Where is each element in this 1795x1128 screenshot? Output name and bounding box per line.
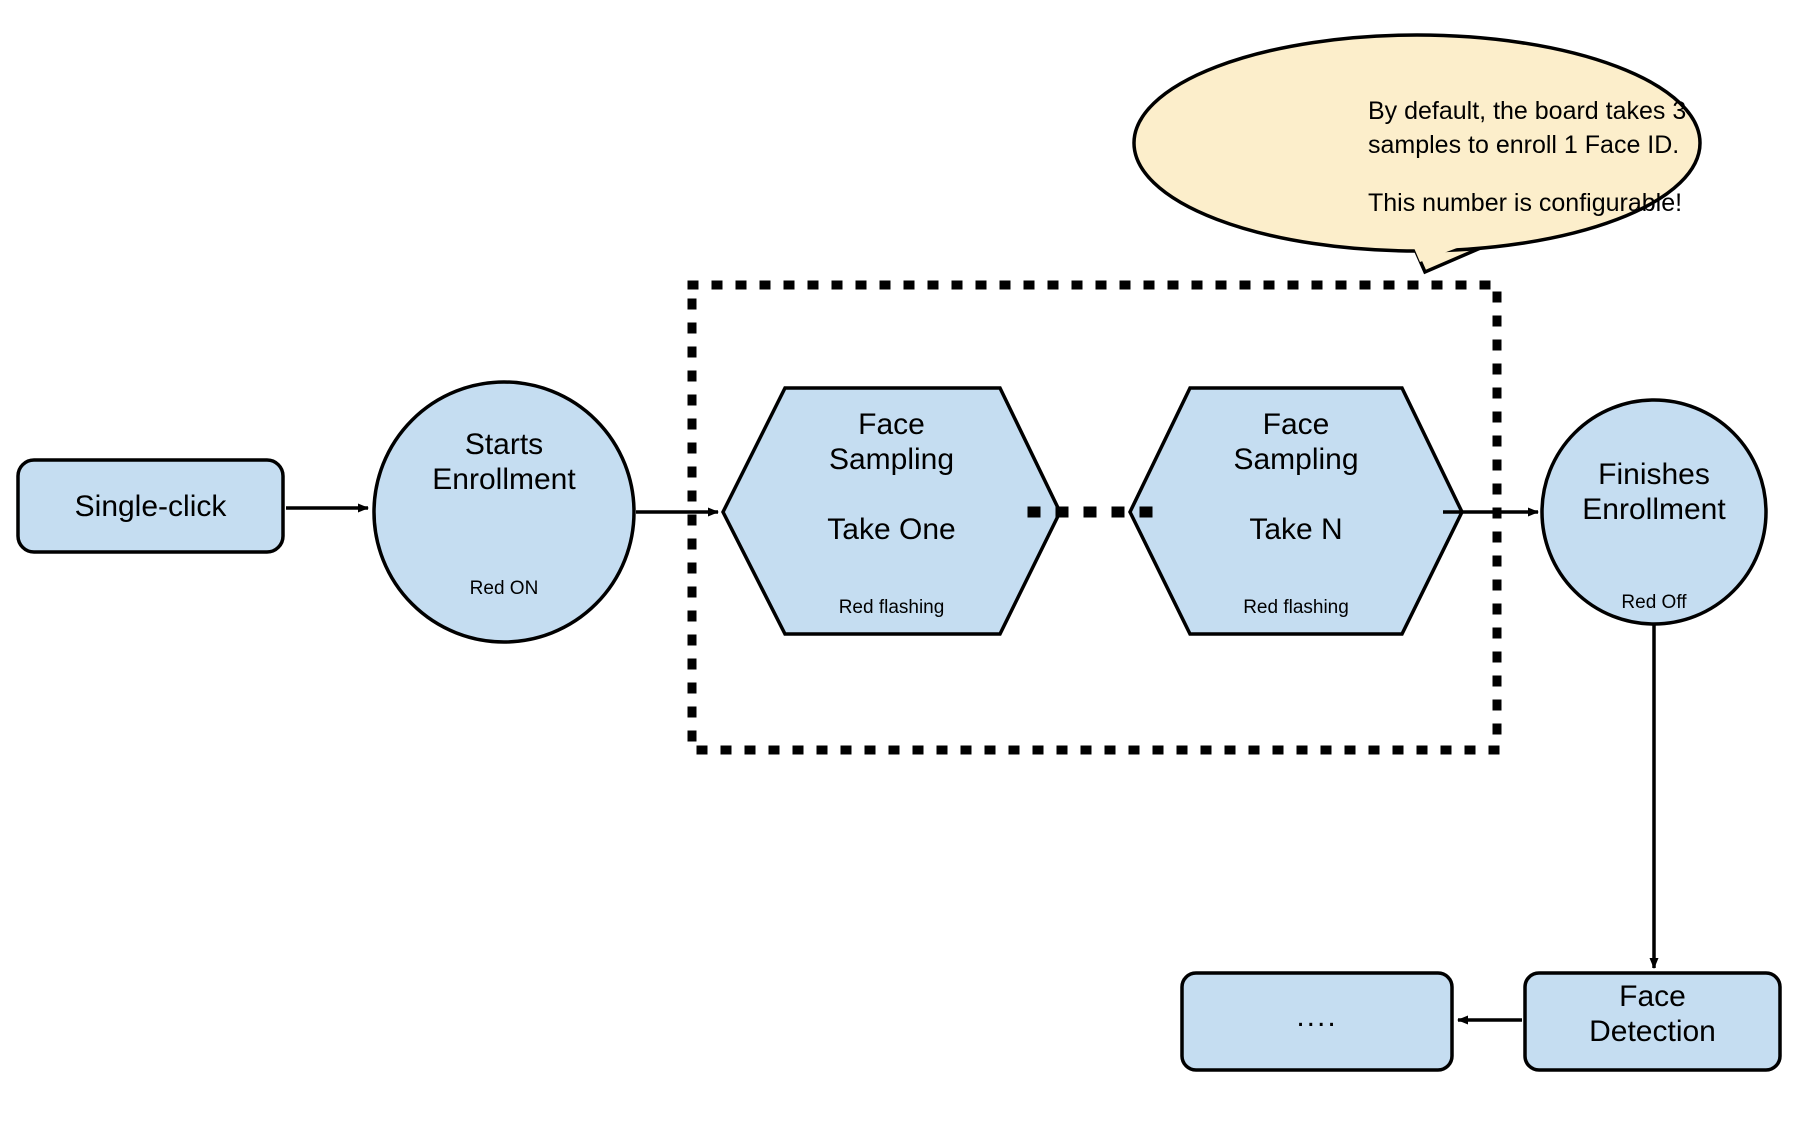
- node-face-sampling-n-shape[interactable]: [1128, 386, 1464, 636]
- node-single-click-shape[interactable]: [16, 458, 285, 554]
- callout-tail-cover: [1403, 222, 1478, 262]
- callout-ellipse: [1132, 33, 1702, 253]
- node-more-steps-shape[interactable]: [1180, 971, 1454, 1072]
- node-finishes-enrollment-shape[interactable]: [1540, 398, 1768, 626]
- node-starts-enrollment-shape[interactable]: [372, 380, 636, 644]
- node-face-detection-shape[interactable]: [1523, 971, 1782, 1072]
- node-face-sampling-one-shape[interactable]: [721, 386, 1062, 636]
- face-sampling-group-box: [687, 280, 1502, 755]
